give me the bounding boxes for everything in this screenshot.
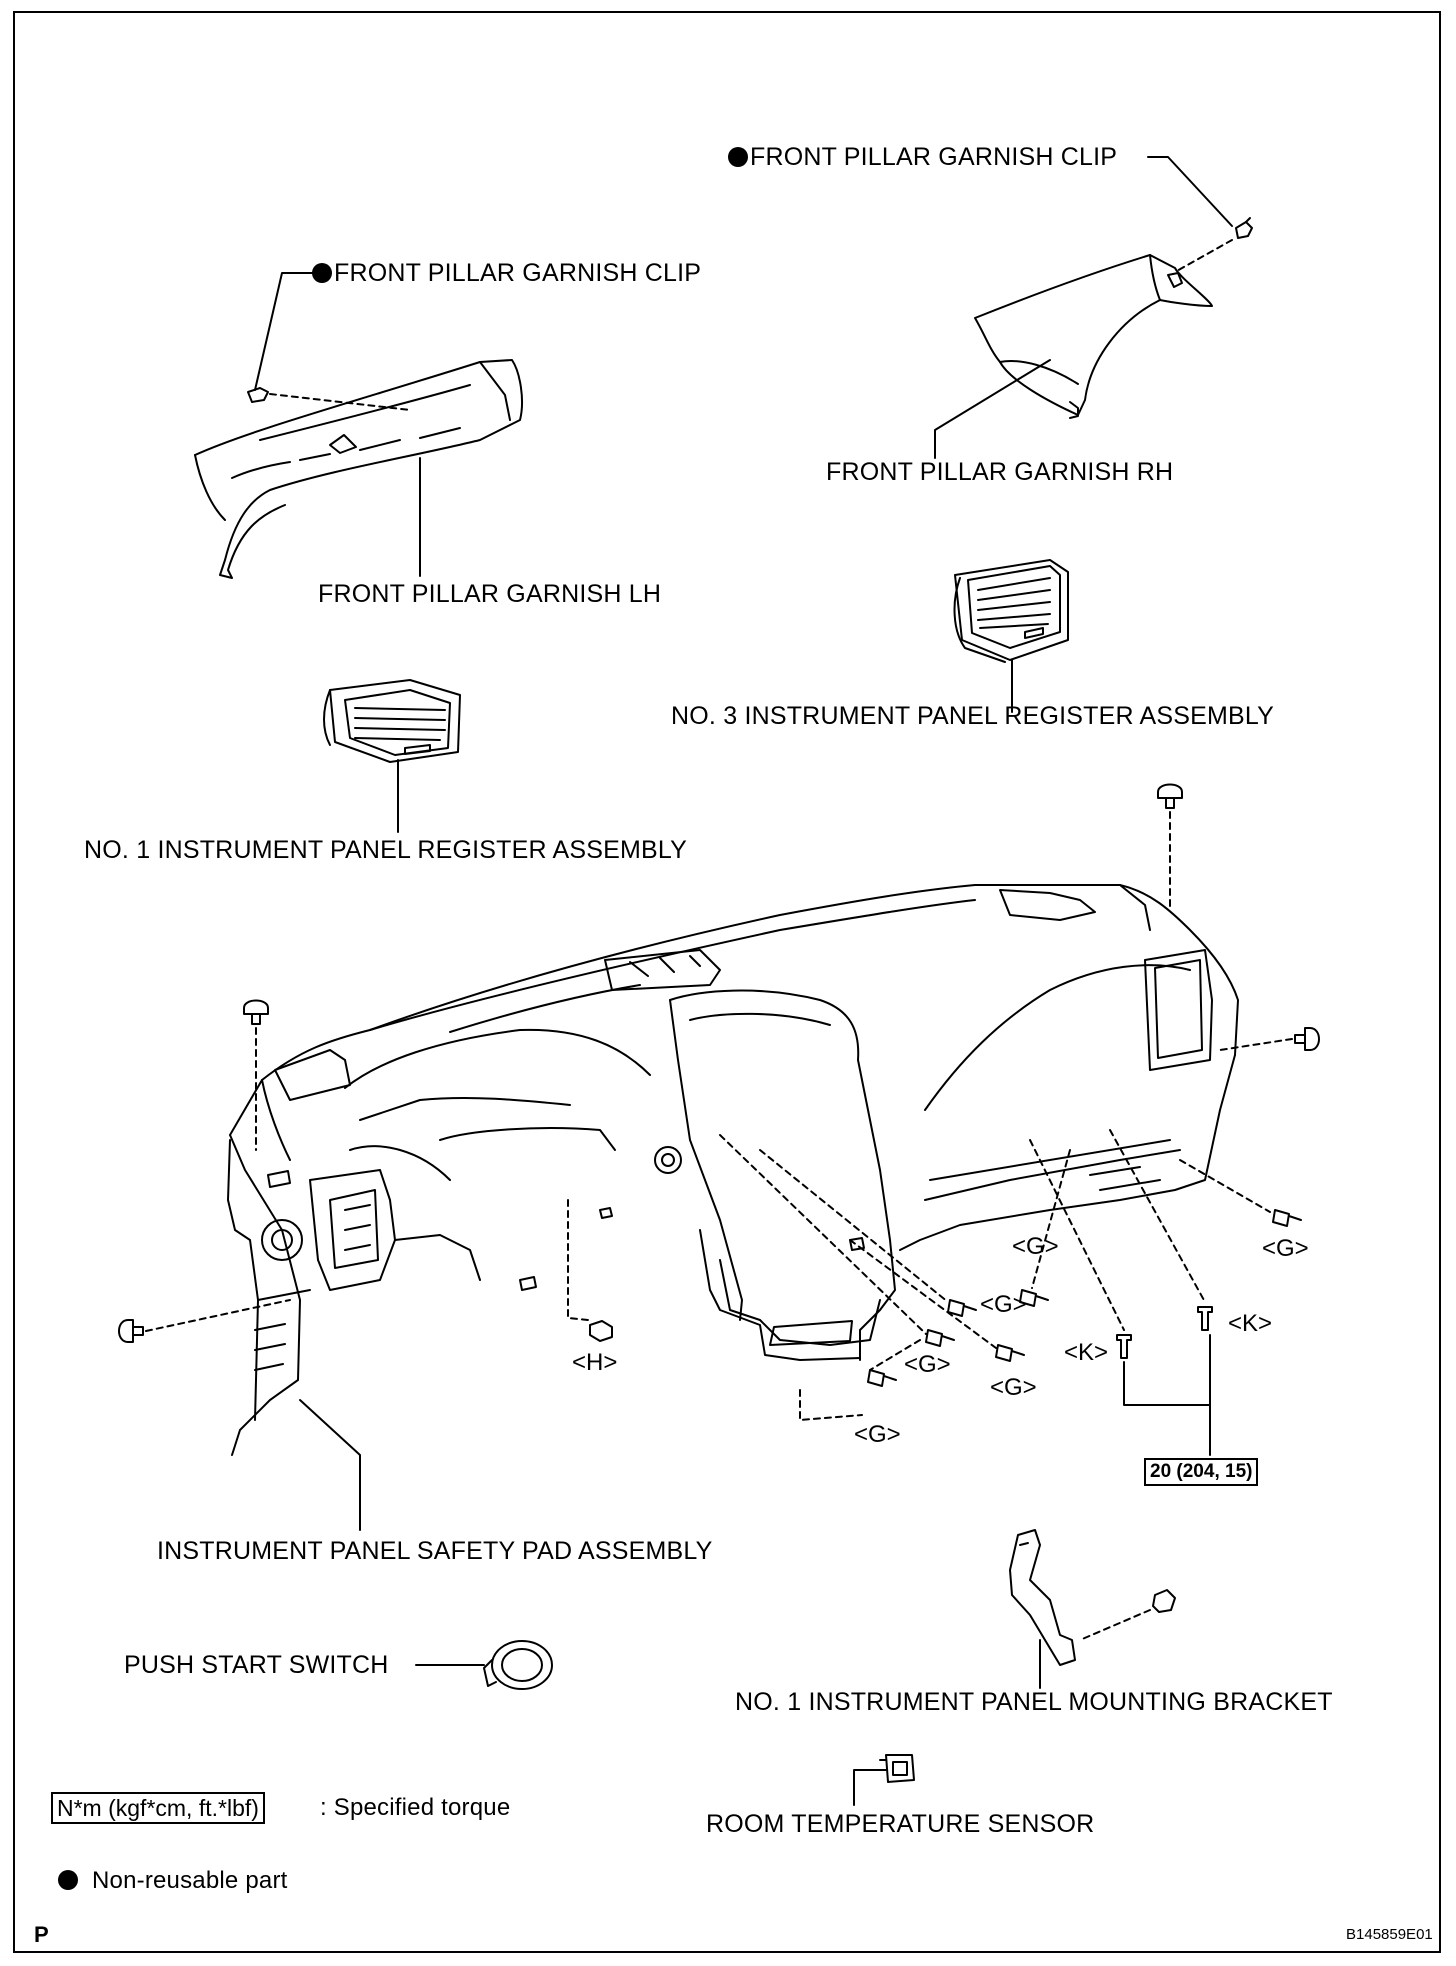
push-start-switch-part: [483, 1640, 553, 1690]
room-temp-sensor-part: [879, 1754, 915, 1783]
register-no3-part: [953, 559, 1069, 663]
leader-temp-sensor: [853, 1769, 885, 1806]
label-temp-sensor: ROOM TEMPERATURE SENSOR: [706, 1810, 1095, 1838]
bolt-g-parts: [867, 1209, 1302, 1387]
tag-k-1: <K>: [1064, 1339, 1109, 1366]
nonreusable-dot-icon: [728, 147, 748, 167]
legend-nonreusable-text: Non-reusable part: [92, 1867, 288, 1894]
bolt-k-parts: [1116, 1306, 1213, 1359]
clip-left-side-part: [118, 1319, 144, 1343]
tag-g-3: <G>: [980, 1291, 1027, 1318]
label-garnish-rh: FRONT PILLAR GARNISH RH: [826, 458, 1174, 486]
tag-g-6: <G>: [854, 1421, 901, 1448]
tag-g-4: <G>: [904, 1351, 951, 1378]
torque-spec-box: 20 (204, 15): [1144, 1458, 1259, 1486]
label-clip-rh: FRONT PILLAR GARNISH CLIP: [728, 143, 1117, 171]
front-pillar-garnish-rh-part: [974, 254, 1213, 419]
bracket-bolt-part: [1152, 1589, 1176, 1613]
instrument-panel-safety-pad-part: [227, 884, 1239, 1456]
clip-rh-part: [1235, 217, 1253, 239]
dash-clip-right-side: [1219, 1038, 1293, 1051]
dash-clip-rh: [1174, 239, 1233, 273]
legend-dot: [58, 1870, 78, 1890]
dash-clip-left-side: [145, 1299, 291, 1332]
register-no1-part: [323, 679, 461, 763]
tag-h: <H>: [572, 1349, 618, 1376]
label-register-no1: NO. 1 INSTRUMENT PANEL REGISTER ASSEMBLY: [84, 836, 688, 864]
leader-safety-pad: [299, 1399, 361, 1531]
label-safety-pad: INSTRUMENT PANEL SAFETY PAD ASSEMBLY: [157, 1537, 713, 1565]
label-clip-lh: FRONT PILLAR GARNISH CLIP: [312, 259, 701, 287]
leader-clip-lh: [254, 272, 313, 391]
front-pillar-garnish-lh-part: [194, 359, 523, 579]
dash-nut-h: [567, 1199, 589, 1321]
dash-bolt-g-bottom: [799, 1389, 863, 1421]
diagram-frame: [13, 11, 1441, 1953]
nut-h-part: [589, 1320, 613, 1342]
dash-bolts-k: [1029, 1129, 1206, 1331]
label-register-no3: NO. 3 INSTRUMENT PANEL REGISTER ASSEMBLY: [671, 702, 1275, 730]
leader-clip-rh: [1147, 156, 1233, 227]
label-mounting-bracket: NO. 1 INSTRUMENT PANEL MOUNTING BRACKET: [735, 1688, 1333, 1716]
dash-bracket-bolt: [1079, 1609, 1151, 1641]
dash-bolts-g: [719, 1134, 1271, 1371]
tag-g-2: <G>: [1262, 1235, 1309, 1262]
leader-torque-k: [1123, 1334, 1211, 1406]
leader-garnish-rh: [934, 359, 1051, 459]
tag-k-2: <K>: [1228, 1310, 1273, 1337]
clip-top-left-part: [243, 999, 269, 1025]
tag-g-5: <G>: [990, 1374, 1037, 1401]
clip-right-side-part: [1294, 1027, 1320, 1051]
legend-torque-unit: N*m (kgf*cm, ft.*lbf): [51, 1792, 265, 1824]
clip-lh-part: [247, 387, 269, 403]
tag-g-1: <G>: [1012, 1233, 1059, 1260]
nonreusable-dot-icon: [312, 263, 332, 283]
clip-top-right-part: [1157, 783, 1183, 809]
dash-clip-lh: [269, 393, 411, 411]
legend-torque-text: : Specified torque: [320, 1794, 511, 1821]
label-garnish-lh: FRONT PILLAR GARNISH LH: [318, 580, 662, 608]
footer-figure-code: B145859E01: [1346, 1926, 1433, 1943]
label-push-start: PUSH START SWITCH: [124, 1651, 389, 1679]
mounting-bracket-part: [1009, 1529, 1076, 1666]
footer-p-mark: P: [34, 1922, 49, 1947]
